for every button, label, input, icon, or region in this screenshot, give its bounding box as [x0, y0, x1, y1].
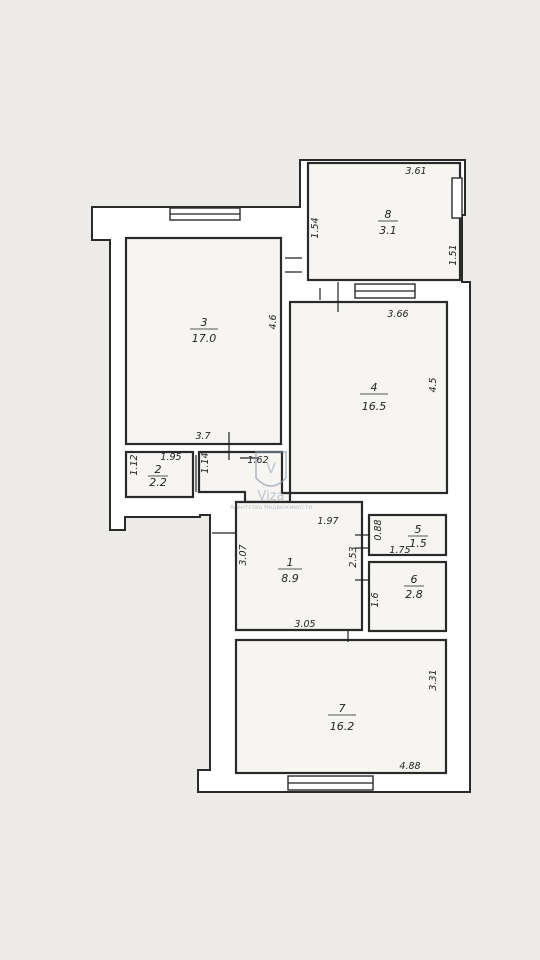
dim-balcony-left: 1.54: [310, 217, 321, 238]
dim-hall-left: 3.07: [238, 544, 249, 565]
dim-room6-height: 1.6: [370, 592, 381, 607]
room-4: [288, 300, 449, 495]
room-number: 6: [411, 573, 418, 586]
window-balcony: [451, 177, 463, 219]
room-area: 1.5: [409, 537, 427, 550]
room-label-6: 6 2.8: [404, 573, 424, 601]
dim-room3-height: 4.6: [268, 314, 279, 329]
watermark-logo: V: [266, 461, 276, 477]
room-label-3: 3 17.0: [190, 316, 218, 345]
room-number: 1: [287, 556, 294, 569]
watermark: V Viza Агентство Недвижимости: [230, 451, 312, 511]
room-5: [367, 513, 448, 557]
room-label-4: 4 16.5: [360, 381, 388, 413]
room-label-1: 1 8.9: [278, 556, 302, 585]
room-number: 5: [415, 523, 422, 536]
room-area: 16.5: [362, 400, 387, 413]
room-number: 8: [385, 208, 392, 221]
room-number: 2: [155, 463, 162, 476]
room-area: 2.8: [405, 588, 423, 601]
dim-room5-width: 1.75: [389, 545, 410, 556]
room-7: [234, 638, 448, 775]
dim-corridor-b: 1.62: [247, 455, 268, 466]
watermark-tagline: Агентство Недвижимости: [230, 504, 312, 511]
dim-room3-width: 3.7: [195, 431, 210, 442]
dim-balcony-right: 1.51: [448, 244, 459, 265]
dim-room5-height: 0.88: [373, 519, 384, 540]
dim-room7-height: 3.31: [428, 669, 439, 690]
dim-hall-bottom: 3.05: [294, 619, 315, 630]
watermark-brand: Viza: [257, 489, 284, 504]
room-area: 16.2: [330, 720, 355, 733]
room-1: [234, 500, 364, 632]
room-number: 3: [201, 316, 208, 329]
room-number: 4: [371, 381, 378, 394]
door-marks: [195, 257, 369, 642]
room-area: 2.2: [149, 476, 167, 489]
shield-icon: [255, 451, 287, 487]
room-2: [124, 450, 195, 499]
room-area: 3.1: [379, 224, 397, 237]
room-label-2: 2 2.2: [148, 463, 168, 489]
dim-hall-right: 2.53: [348, 546, 359, 567]
dim-room2-height: 1.12: [129, 454, 140, 475]
dim-room4-width: 3.66: [387, 309, 408, 320]
room-3: [124, 236, 283, 446]
room-area: 17.0: [192, 332, 217, 345]
room-label-5: 5 1.5: [408, 523, 428, 550]
dim-hall-top: 1.97: [317, 516, 338, 527]
dim-balcony-width: 3.61: [405, 166, 426, 177]
room-label-8: 8 3.1: [378, 208, 398, 237]
dim-room4-height: 4.5: [428, 377, 439, 392]
room-label-7: 7 16.2: [328, 702, 356, 733]
dimension-labels: 3.61 1.54 1.51 4.6 3.7 3.66 4.5 1.95 1.1…: [129, 166, 459, 772]
dim-room2-width: 1.95: [160, 452, 181, 463]
room-6: [367, 560, 448, 633]
dim-corridor-a: 1.14: [200, 452, 211, 473]
room-8: [306, 161, 462, 282]
room-area: 8.9: [281, 572, 299, 585]
room-number: 7: [339, 702, 346, 715]
dim-room7-width: 4.88: [399, 761, 420, 772]
